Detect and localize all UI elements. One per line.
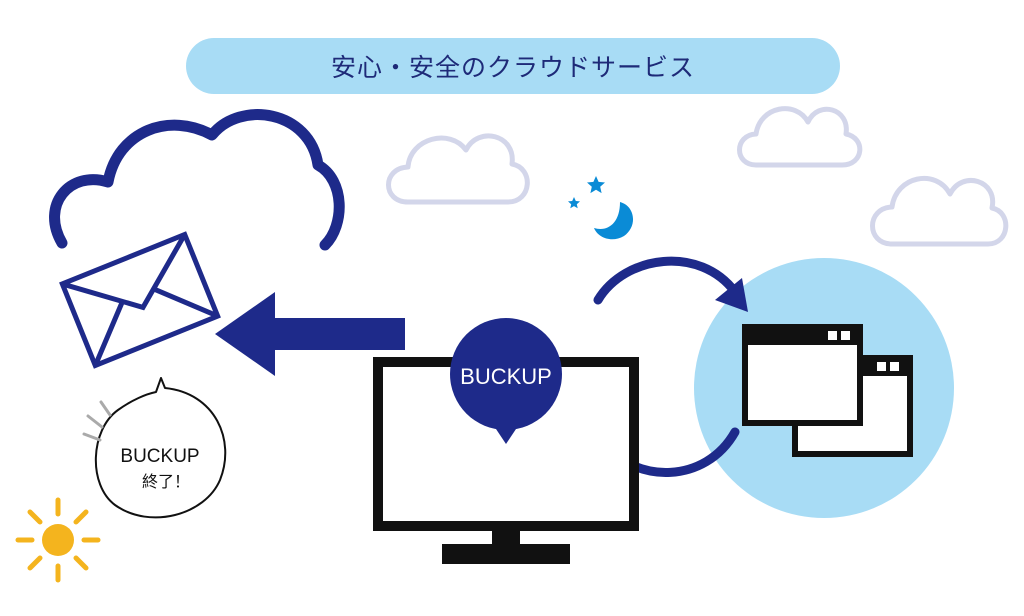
- speech-bubble-line1: BUCKUP: [120, 446, 199, 467]
- cloud-icon: [386, 133, 530, 205]
- envelope-icon: [59, 231, 221, 369]
- backup-badge: BUCKUP: [450, 318, 562, 444]
- left-arrow-icon: [215, 292, 405, 376]
- browser-windows-icon: [742, 324, 913, 457]
- backup-badge-label: BUCKUP: [460, 364, 552, 389]
- crescent-moon-icon: [594, 202, 634, 240]
- speech-bubble: BUCKUP 終了！: [94, 377, 227, 519]
- cloud-icon: [737, 106, 863, 168]
- attention-ticks-icon: [82, 400, 112, 442]
- title-text: 安心・安全のクラウドサービス: [330, 53, 695, 82]
- speech-bubble-line2: 終了！: [142, 473, 190, 491]
- sun-icon: [15, 497, 101, 583]
- title-banner: 安心・安全のクラウドサービス: [186, 38, 840, 94]
- cloud-icon: [49, 109, 345, 251]
- star-icon: [568, 197, 580, 209]
- star-icon: [587, 176, 605, 194]
- cloud-icon: [870, 176, 1009, 247]
